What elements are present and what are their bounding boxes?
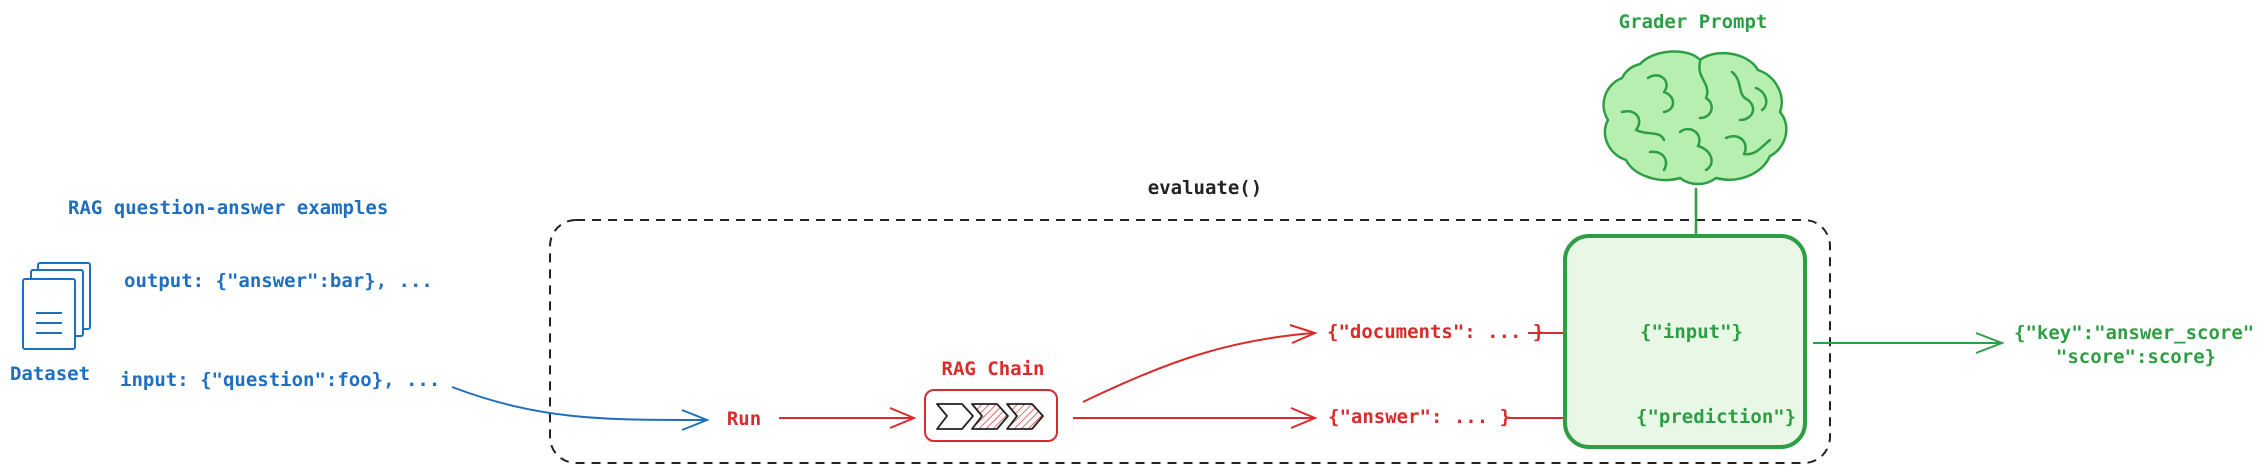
evaluate-title: evaluate() xyxy=(1148,177,1262,199)
documents-output: {"documents": ... } xyxy=(1327,321,1544,343)
chain-to-documents-arrow xyxy=(1082,332,1314,403)
result-line-1: {"key":"answer_score" xyxy=(2014,322,2254,344)
grader-box xyxy=(1563,234,1807,449)
grader-prediction: {"prediction"} xyxy=(1636,406,1796,428)
dataset-heading: RAG question-answer examples xyxy=(68,197,388,219)
input-example: input: {"question":foo}, ... xyxy=(120,369,440,391)
brain-icon xyxy=(1602,50,1788,186)
rag-chain-label: RAG Chain xyxy=(942,358,1045,380)
chevron-chain-icon xyxy=(936,403,1044,430)
grader-to-result-arrow xyxy=(1813,332,2005,354)
output-example: output: {"answer":bar}, ... xyxy=(124,270,433,292)
evaluate-container xyxy=(549,219,1831,464)
run-to-chain-arrow xyxy=(779,407,917,429)
answer-output: {"answer": ... } xyxy=(1328,406,1511,428)
run-label: Run xyxy=(727,408,761,430)
chain-to-answer-arrow xyxy=(1073,407,1318,429)
result-line-2: "score":score} xyxy=(2056,346,2216,368)
dataset-label: Dataset xyxy=(10,363,90,385)
grader-prompt-title: Grader Prompt xyxy=(1619,11,1768,33)
grader-input: {"input"} xyxy=(1640,321,1743,343)
input-to-run-arrow xyxy=(451,386,706,421)
documents-icon xyxy=(22,262,91,350)
